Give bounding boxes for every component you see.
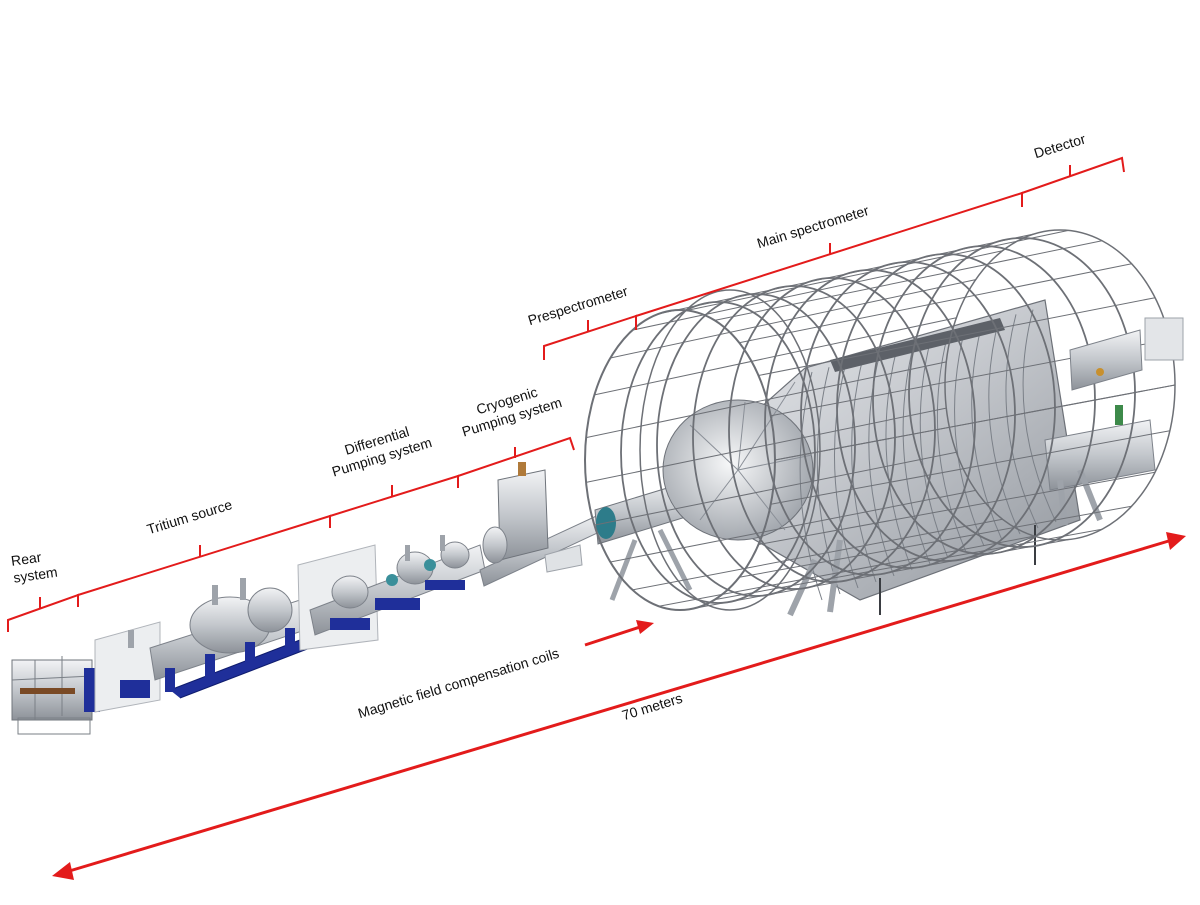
cage-ring	[656, 293, 856, 597]
vessel-ring	[799, 371, 823, 601]
cage-ring	[728, 277, 936, 583]
vessel-ring	[988, 319, 1021, 535]
compensation-coil-cage	[584, 229, 1176, 611]
cage-lines	[585, 229, 1176, 611]
bracket-detector	[1021, 156, 1125, 207]
rear-system-apparatus	[11, 656, 100, 735]
bracket-tritium-source	[77, 514, 331, 607]
bracket-prespectrometer	[543, 314, 637, 360]
bracket-differential-pumping	[329, 474, 459, 528]
vessel-ring	[936, 333, 967, 553]
label-rear-system: Rear system	[10, 548, 59, 586]
cage-ring	[692, 285, 896, 590]
bracket-cryogenic-pumping	[457, 436, 575, 488]
cage-ring	[764, 269, 976, 576]
vessel-ring	[1005, 314, 1039, 529]
differential-pumping-apparatus	[297, 535, 486, 651]
cryogenic-pumping-apparatus	[479, 462, 609, 587]
vessel-ring	[954, 328, 985, 547]
section-brackets	[7, 156, 1125, 632]
length-arrow	[52, 532, 1186, 880]
vessel-ring	[902, 343, 931, 565]
cage-ring	[620, 301, 816, 604]
beamline-apparatus	[11, 229, 1184, 735]
tritium-source-apparatus	[94, 578, 311, 713]
cage-ring	[908, 237, 1136, 548]
vessel-ring	[1022, 309, 1057, 523]
coils-arrow	[584, 620, 654, 647]
vessel-ring	[834, 362, 859, 589]
bracket-rear-system	[7, 593, 79, 632]
cage-ring	[800, 261, 1016, 569]
detector-apparatus	[1069, 317, 1184, 425]
cage-ring	[836, 253, 1056, 562]
